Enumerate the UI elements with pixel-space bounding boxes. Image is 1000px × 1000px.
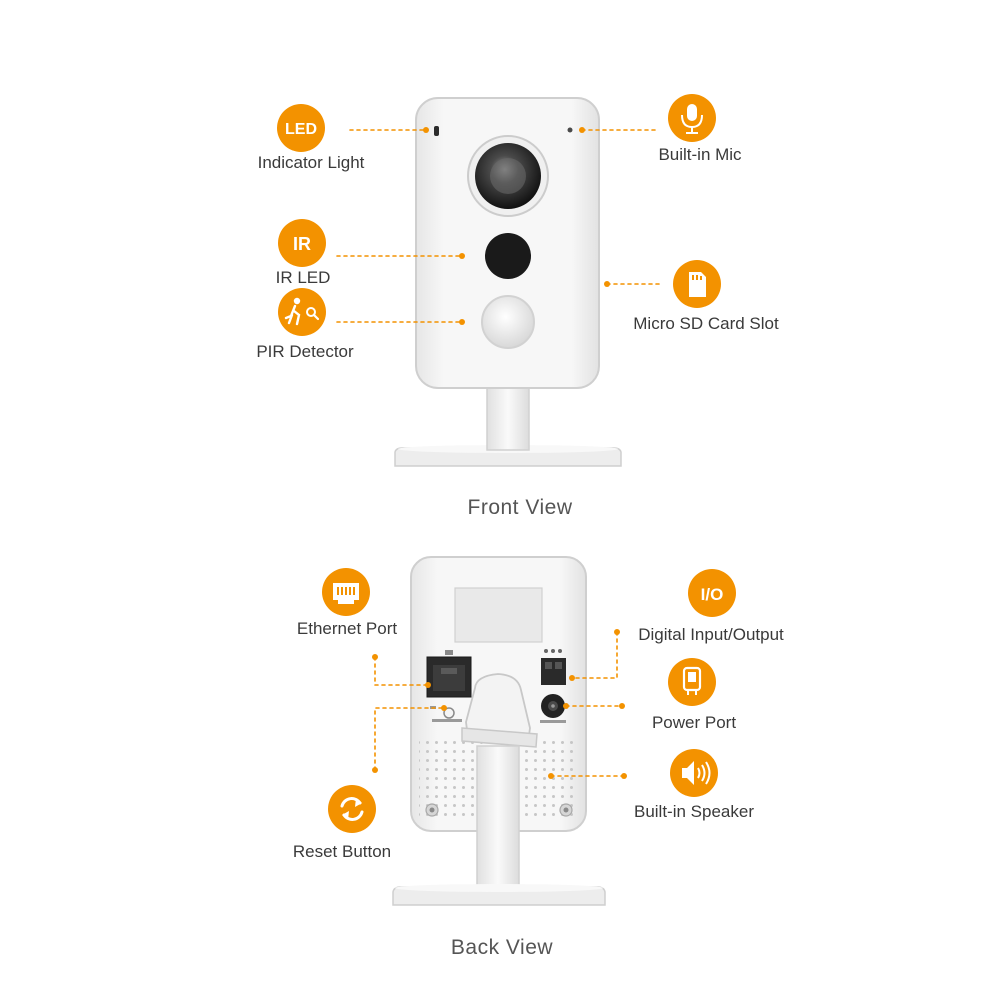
callout-micro-sd-card-slot: Micro SD Card Slot (633, 260, 779, 333)
label-plate (454, 587, 543, 643)
built-in-mic-label: Built-in Mic (658, 145, 742, 164)
callout-indicator-light: LED Indicator Light (258, 104, 365, 172)
callout-digital-input-output: I/O Digital Input/Output (638, 569, 784, 644)
callout-built-in-speaker: Built-in Speaker (634, 749, 754, 821)
callout-ir-led: IR IR LED (276, 219, 331, 287)
ir-led-label: IR LED (276, 268, 331, 287)
motion-person-icon (278, 288, 326, 336)
callout-ethernet-port: Ethernet Port (297, 568, 397, 638)
reset-button-part (443, 707, 455, 719)
io-badge-icon (688, 569, 736, 617)
mic-hole (567, 127, 573, 133)
ir-led-part (485, 233, 531, 279)
ethernet-port-label: Ethernet Port (297, 619, 397, 638)
pir-detector-part (481, 295, 535, 349)
front-camera (394, 97, 622, 467)
io-badge-text: I/O (701, 585, 724, 604)
io-port-part (541, 658, 566, 685)
front-leader-lines (336, 127, 661, 325)
back-leader-lines (372, 629, 627, 779)
digital-input-output-label: Digital Input/Output (638, 625, 784, 644)
indicator-light-label: Indicator Light (258, 153, 365, 172)
reset-button-label: Reset Button (293, 842, 391, 861)
front-view-title: Front View (468, 496, 573, 519)
built-in-speaker-label: Built-in Speaker (634, 802, 754, 821)
ir-badge-icon (278, 219, 326, 267)
callout-reset-button: Reset Button (293, 785, 391, 861)
indicator-light-part (434, 126, 439, 136)
back-view-title: Back View (451, 936, 553, 959)
reset-arrows-icon (328, 785, 376, 833)
callout-pir-detector: PIR Detector (256, 288, 354, 361)
callout-power-port: Power Port (652, 658, 736, 732)
back-camera (392, 556, 606, 906)
callout-built-in-mic: Built-in Mic (658, 94, 742, 164)
micro-sd-card-slot-label: Micro SD Card Slot (633, 314, 779, 333)
power-port-label: Power Port (652, 713, 736, 732)
ir-badge-text: IR (293, 234, 311, 254)
led-badge-icon (277, 104, 325, 152)
led-badge-text: LED (285, 121, 317, 138)
pir-detector-label: PIR Detector (256, 342, 354, 361)
